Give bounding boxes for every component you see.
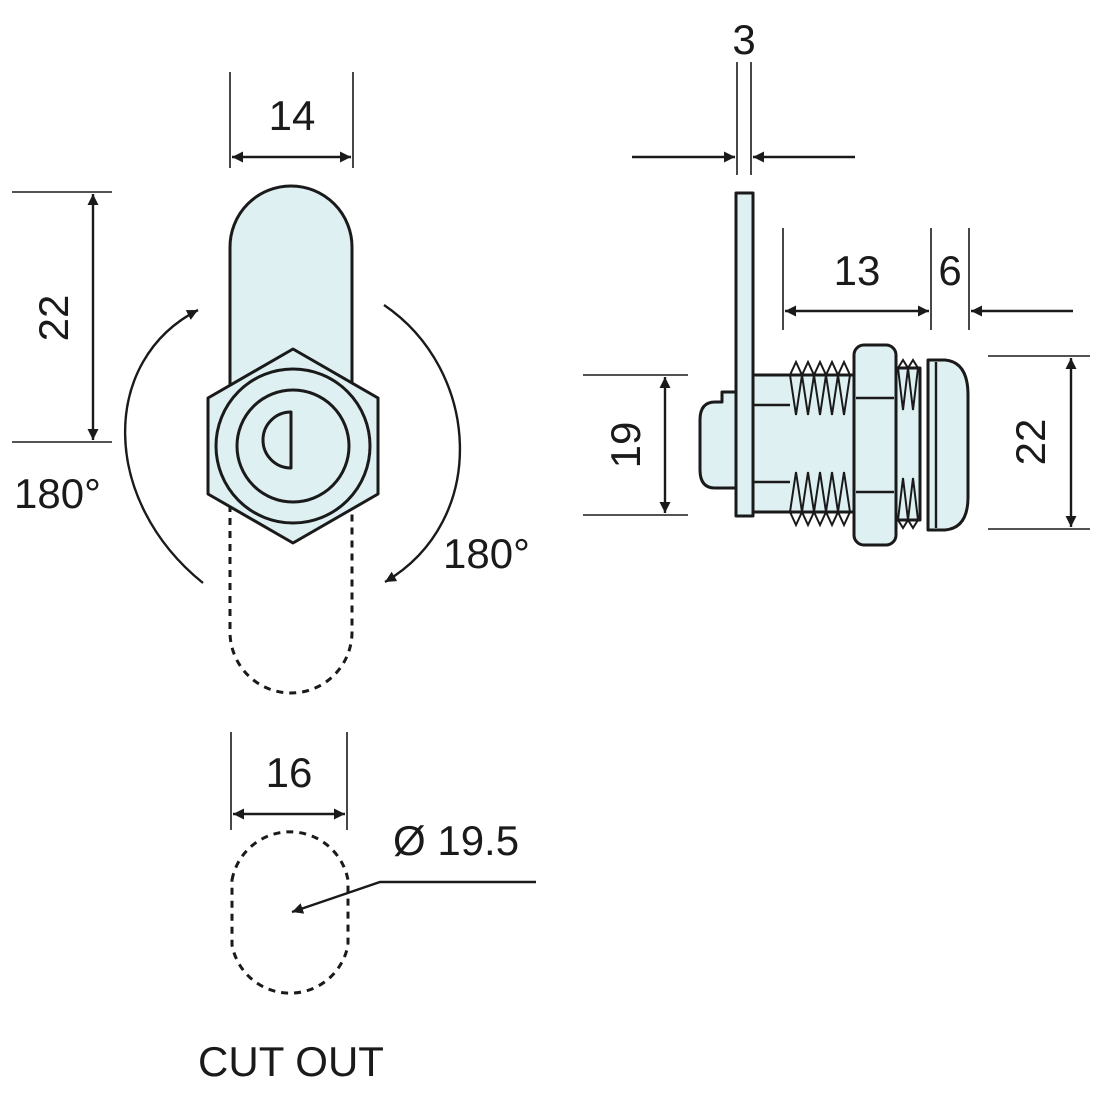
thread-right-marks xyxy=(897,358,919,530)
cut-out: 16 Ø 19.5 CUT OUT xyxy=(198,732,536,1085)
spindle-end xyxy=(698,390,738,490)
dim-height-label: 22 xyxy=(30,295,77,342)
cam-arm xyxy=(228,184,354,412)
cut-out-caption: CUT OUT xyxy=(198,1038,384,1085)
thread-segment-right xyxy=(894,366,922,522)
rotation-left-label: 180° xyxy=(14,470,101,517)
rotation-arc-right xyxy=(383,304,462,584)
hex-nut-side xyxy=(852,343,898,547)
dim-body-height-label: 19 xyxy=(602,422,649,469)
dim-head-height-label: 22 xyxy=(1007,419,1054,466)
cam-plate-side xyxy=(734,191,755,518)
dim-thread-label: 13 xyxy=(834,247,881,294)
thread-top xyxy=(789,359,851,416)
rotation-arc-left xyxy=(123,308,204,584)
dim-cutout-width-label: 16 xyxy=(266,749,313,796)
cam-arm-rotated-dashed xyxy=(228,505,354,695)
rotation-right-label: 180° xyxy=(443,530,530,577)
side-view: 3 13 6 19 22 xyxy=(583,16,1090,547)
dim-thickness-label: 3 xyxy=(732,16,755,63)
dim-width-label: 14 xyxy=(269,92,316,139)
keyway-icon xyxy=(261,410,293,470)
lock-face-inner xyxy=(235,388,351,504)
lock-head-side xyxy=(926,358,970,532)
thread-bottom xyxy=(789,471,851,528)
dim-head-label: 6 xyxy=(938,247,961,294)
diameter-label: Ø 19.5 xyxy=(393,817,519,864)
cut-out-shape xyxy=(230,830,350,995)
diameter-leader xyxy=(291,880,536,914)
front-view: 14 22 180° 180° xyxy=(12,72,530,695)
